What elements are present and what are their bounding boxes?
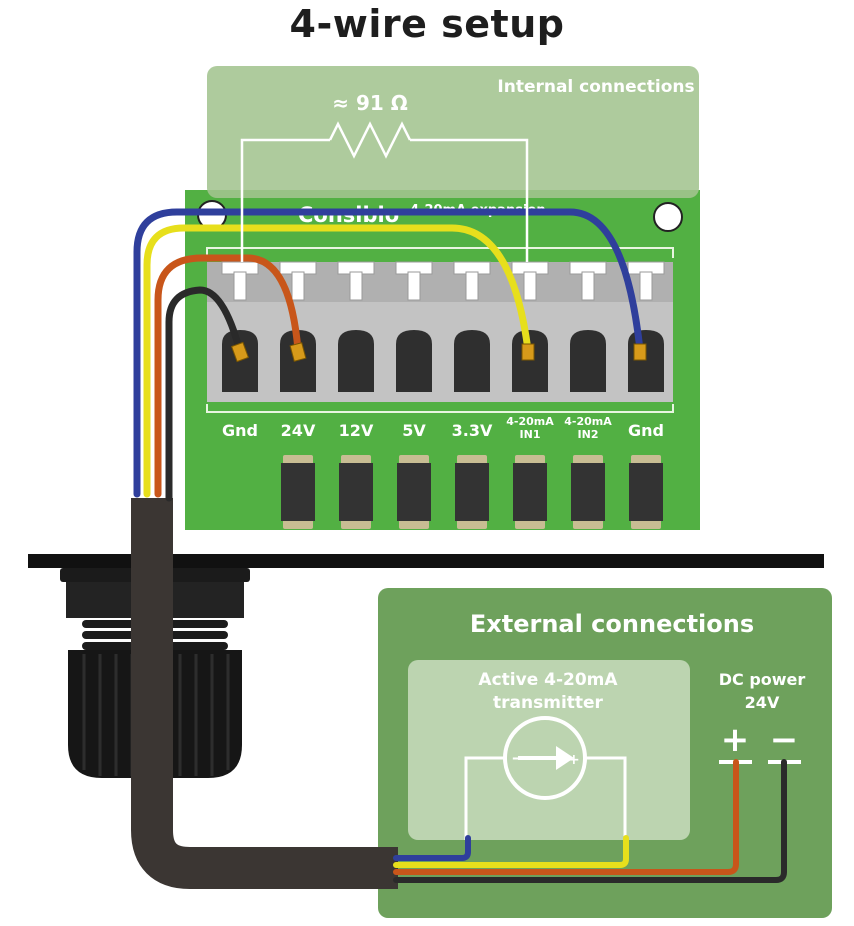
diode-5	[513, 455, 547, 529]
transmitter-label-line1: Active 4-20mA	[478, 670, 618, 690]
wire-orange	[154, 254, 302, 498]
pin-label-1: Gnd	[222, 421, 258, 440]
transmitter-label-line2: transmitter	[493, 693, 604, 713]
dc-minus-symbol: −	[770, 720, 799, 760]
resistor-value-label: ≈ 91 Ω	[332, 91, 408, 115]
mount-hole-right	[653, 202, 683, 232]
wire-ferrules	[230, 341, 647, 363]
silkscreen-bottom	[206, 404, 674, 413]
dc-power-label-line1: DC power	[719, 670, 806, 689]
pin-label-7: 4-20mA	[564, 415, 612, 428]
diode-6	[571, 455, 605, 529]
internal-wires	[133, 208, 644, 502]
pin-label-6: 4-20mA	[506, 415, 554, 428]
cable-jacket	[131, 498, 398, 889]
wire-yellow	[143, 224, 532, 498]
terminal-5	[453, 261, 491, 392]
wire-blue	[133, 208, 644, 498]
terminal-6	[511, 261, 549, 392]
external-connections-title: External connections	[470, 610, 754, 638]
svg-text:–: –	[512, 748, 520, 767]
internal-connections-title: Internal connections	[497, 77, 694, 97]
dc-plus-symbol: +	[721, 720, 750, 760]
terminal-4	[395, 261, 433, 392]
enclosure-wall	[28, 554, 824, 568]
pin-sublabel-7: IN2	[578, 428, 599, 441]
pin-label-5: 3.3V	[452, 421, 493, 440]
terminal-7	[569, 261, 607, 392]
diode-7	[629, 455, 663, 529]
pin-label-3: 12V	[339, 421, 374, 440]
pin-sublabel-6: IN1	[520, 428, 541, 441]
diode-2	[339, 455, 373, 529]
terminal-1	[221, 261, 259, 392]
diagram-title: 4-wire setup	[289, 2, 565, 46]
pin-label-2: 24V	[281, 421, 316, 440]
svg-text:+: +	[568, 752, 580, 768]
diode-4	[455, 455, 489, 529]
resistor-circuit	[240, 121, 529, 262]
internal-connections-panel	[207, 66, 699, 198]
transmitter-box	[408, 660, 690, 840]
diode-1	[281, 455, 315, 529]
wire-black	[165, 286, 244, 502]
pin-label-8: Gnd	[628, 421, 664, 440]
dc-power-label-line2: 24V	[745, 693, 780, 712]
current-source-symbol: – +	[464, 716, 627, 840]
external-wires	[393, 759, 787, 883]
pin-label-4: 5V	[402, 421, 426, 440]
terminal-2	[279, 261, 317, 392]
diode-3	[397, 455, 431, 529]
terminal-3	[337, 261, 375, 392]
silkscreen-top	[206, 247, 674, 258]
